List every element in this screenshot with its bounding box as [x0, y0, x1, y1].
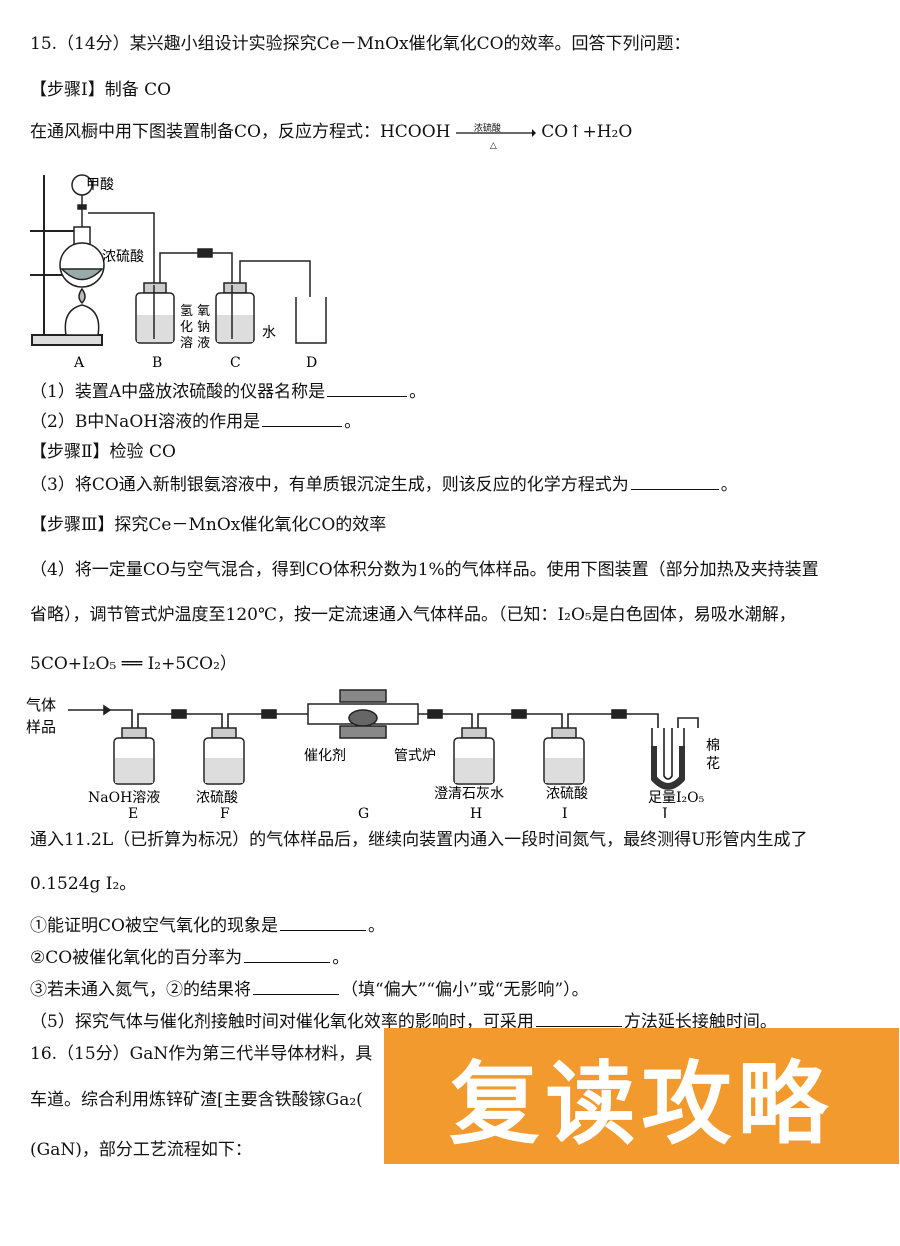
label-tube-furnace: 管式炉 [394, 748, 436, 764]
q15-header: 15.（14分）某兴趣小组设计实验探究Ce－MnOx催化氧化CO的效率。回答下列… [30, 34, 691, 54]
label-cotton: 棉 [706, 737, 720, 754]
letter-g: G [358, 806, 369, 818]
washing-bottle-h [453, 727, 495, 785]
sub-question-3-text: ③若未通入氮气，②的结果将 [30, 980, 251, 1000]
label-gas-sample-2: 样品 [26, 718, 56, 736]
reaction-equation-2: 5CO+I₂O₅ ══ I₂+5CO₂） [30, 654, 237, 674]
question-2: （2）B中NaOH溶液的作用是。 [30, 412, 362, 432]
label-formic-acid: 甲酸 [86, 177, 114, 193]
watermark-banner: 复读攻略 [384, 1028, 899, 1164]
products-text: CO↑+H₂O [541, 122, 633, 142]
sub-question-3: ③若未通入氮气，②的结果将 （填“偏大”“偏小”或“无影响”）。 [30, 978, 589, 1002]
answer-blank [327, 382, 408, 397]
reaction-arrow: 浓硫酸 △ [455, 123, 536, 151]
arrow-top-label: 浓硫酸 [473, 123, 501, 134]
washing-bottle-f [203, 727, 245, 785]
watermark-text: 复读攻略 [449, 1052, 834, 1157]
letter-i: I [562, 806, 568, 818]
after-text-line1: 通入11.2L（已折算为标况）的气体样品后，继续向装置内通入一段时间氮气，最终测… [30, 830, 808, 850]
tube-furnace-g [307, 689, 419, 739]
label-catalyst: 催化剂 [304, 748, 346, 764]
answer-blank [253, 980, 339, 995]
apparatus-figure-2: 气体 样品 [26, 689, 720, 818]
svg-text:化 钠: 化 钠 [180, 320, 210, 335]
washing-bottle-c [215, 282, 255, 344]
label-naoh-solution: 氢 氧 化 钠 溶 液 [180, 304, 210, 351]
beaker-d [295, 297, 327, 344]
letter-a: A [73, 355, 85, 371]
svg-text:氢 氧: 氢 氧 [180, 304, 210, 319]
answer-blank [244, 948, 331, 963]
reagent-i: 浓硫酸 [546, 786, 588, 802]
reagent-j: 足量I₂O₅ [648, 790, 705, 806]
sub-question-3-hint: （填“偏大”“偏小”或“无影响”）。 [341, 980, 589, 1000]
question-5-tail: 方法延长接触时间。 [623, 1012, 777, 1032]
question-2-text: （2）B中NaOH溶液的作用是 [30, 412, 261, 432]
round-bottom-flask [59, 226, 105, 288]
label-conc-sulfuric-acid: 浓硫酸 [102, 249, 144, 265]
label-cotton-2: 花 [706, 756, 720, 772]
answer-blank [262, 412, 343, 427]
after-text-line2: 0.1524g I₂。 [30, 874, 137, 894]
washing-bottle-b [135, 282, 175, 344]
reagent-h: 澄清石灰水 [434, 786, 504, 802]
reaction-equation: 在通风橱中用下图装置制备CO，反应方程式：HCOOH 浓硫酸 △ CO↑+H₂O [30, 120, 633, 151]
washing-bottle-e [113, 727, 155, 785]
intro-text: 在通风橱中用下图装置制备CO，反应方程式：HCOOH [30, 122, 451, 142]
washing-bottle-i [543, 727, 585, 785]
arrow-bottom-label: △ [489, 140, 497, 151]
question-1-text: （1）装置A中盛放浓硫酸的仪器名称是 [30, 382, 326, 402]
sub-question-1-text: ①能证明CO被空气氧化的现象是 [30, 916, 278, 936]
q16-line2: 车道。综合利用炼锌矿渣[主要含铁酸镓Ga₂( [30, 1090, 363, 1110]
answer-blank [535, 1012, 622, 1027]
question-1: （1）装置A中盛放浓硫酸的仪器名称是。 [30, 382, 427, 402]
u-tube-j [651, 717, 699, 790]
apparatus-figure-1: 甲酸 浓硫酸 氢 氧 化 钠 溶 液 水 A B C D [30, 174, 327, 371]
letter-d: D [306, 355, 317, 371]
reagent-e: NaOH溶液 [88, 790, 160, 806]
sub-question-1: ①能证明CO被空气氧化的现象是。 [30, 916, 385, 936]
sub-question-2: ②CO被催化氧化的百分率为。 [30, 948, 350, 968]
letter-j: J [660, 806, 668, 818]
question-5-text: （5）探究气体与催化剂接触时间对催化氧化效率的影响时，可采用 [30, 1012, 534, 1032]
label-gas-sample: 气体 [26, 696, 56, 714]
svg-text:溶 液: 溶 液 [180, 336, 210, 351]
label-water: 水 [262, 325, 276, 341]
question-3: （3）将CO通入新制银氨溶液中，有单质银沉淀生成，则该反应的化学方程式为。 [30, 475, 738, 495]
sub-question-2-text: ②CO被催化氧化的百分率为 [30, 948, 243, 968]
question-4-line2: 省略），调节管式炉温度至120℃，按一定流速通入气体样品。（已知：I₂O₅是白色… [30, 605, 796, 625]
letter-h: H [470, 806, 482, 818]
step1-heading: 【步骤Ⅰ】制备 CO [30, 80, 172, 100]
reagent-f: 浓硫酸 [196, 790, 238, 806]
letter-f: F [220, 806, 230, 818]
step2-heading: 【步骤Ⅱ】检验 CO [30, 442, 176, 462]
q16-line1: 16.（15分）GaN作为第三代半导体材料，具 [30, 1044, 373, 1064]
letter-b: B [152, 355, 162, 371]
question-5: （5）探究气体与催化剂接触时间对催化氧化效率的影响时，可采用 方法延长接触时间。 [30, 1010, 777, 1034]
q16-line3: (GaN)，部分工艺流程如下： [30, 1140, 252, 1160]
letter-e: E [128, 806, 138, 818]
answer-blank [630, 475, 719, 490]
answer-blank [279, 916, 366, 931]
step3-heading: 【步骤Ⅲ】探究Ce－MnOx催化氧化CO的效率 [30, 515, 387, 535]
letter-c: C [230, 355, 241, 371]
iron-stand [30, 175, 103, 346]
question-4-line1: （4）将一定量CO与空气混合，得到CO体积分数为1%的气体样品。使用下图装置（部… [30, 560, 819, 580]
alcohol-lamp [64, 287, 100, 336]
question-3-text: （3）将CO通入新制银氨溶液中，有单质银沉淀生成，则该反应的化学方程式为 [30, 475, 629, 495]
